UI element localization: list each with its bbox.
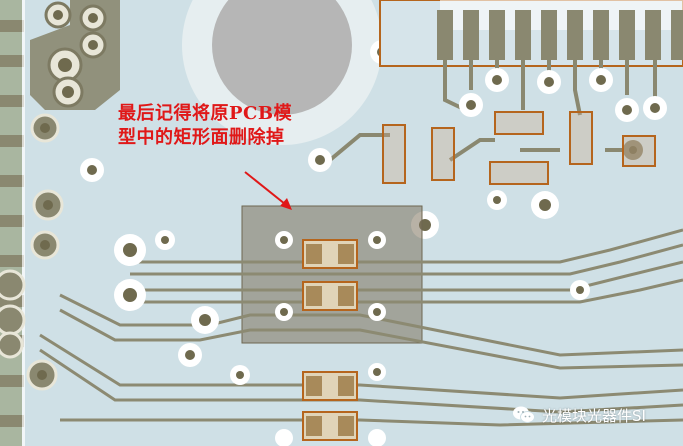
- annotation-line-1: 最后记得将原PCB模: [118, 103, 293, 124]
- top-right-connector: [379, 0, 683, 67]
- left-side-pads: [0, 113, 202, 391]
- coupling-capacitors: [302, 239, 358, 441]
- watermark-text: 光模块光器件SI: [542, 406, 646, 425]
- differential-traces: [39, 228, 683, 427]
- left-connector-area: [30, 0, 120, 110]
- wechat-icon: [513, 406, 535, 423]
- annotation-line-2: 型中的矩形面删除掉: [118, 127, 285, 148]
- smd-components-top: [382, 111, 656, 185]
- watermark: 光模块光器件SI: [512, 402, 646, 428]
- edge-connector-fingers: [0, 0, 25, 446]
- arrow-pointer: [244, 171, 292, 210]
- annotation-text: 最后记得将原PCB模 型中的矩形面删除掉: [118, 102, 358, 150]
- rectangle-vias: [275, 231, 386, 446]
- left-differential-pads: [114, 230, 590, 385]
